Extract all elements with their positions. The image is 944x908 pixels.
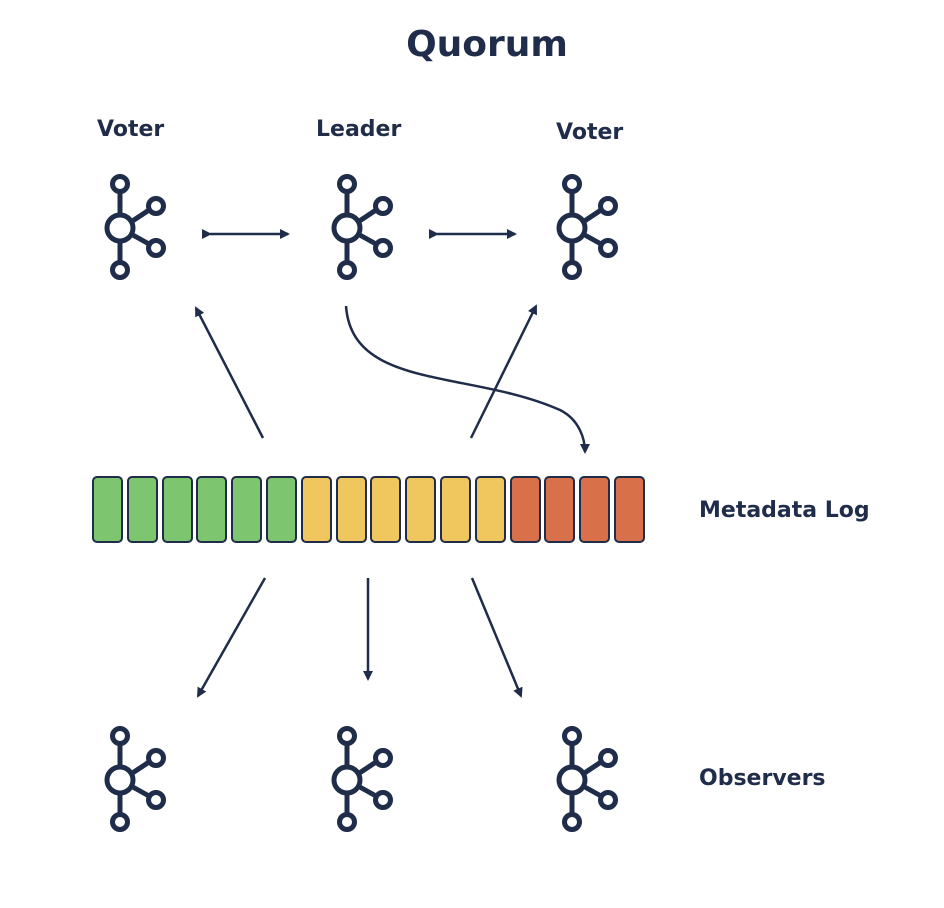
log-cell-yellow [370,476,402,543]
diagram-title: Quorum [406,24,568,65]
observer-left-node-icon [104,726,166,832]
leader-label: Leader [316,117,402,142]
log-cell-yellow [474,476,506,543]
log-cell-green [126,476,158,543]
log-cell-yellow [405,476,437,543]
log-cell-orange [544,476,576,543]
log-cell-green [92,476,123,543]
log-to-voter-right-arrow [469,304,538,439]
leader-to-log-arrow [344,305,590,454]
log-to-observer-right-arrow [470,577,523,698]
log-cell-green [266,476,297,543]
log-cell-green [196,476,228,543]
metadata-log-label: Metadata Log [699,498,870,523]
log-to-observer-left-arrow [196,577,267,698]
log-cell-green [231,476,263,543]
voter-left-label: Voter [97,117,165,142]
voter-left-node-icon [104,174,166,280]
leader-node-icon [331,174,393,280]
log-cell-green [161,476,193,543]
log-cell-yellow [335,476,367,543]
log-to-voter-left-arrow [194,306,265,439]
log-cell-orange [614,476,645,543]
observer-right-node-icon [556,726,618,832]
log-cell-orange [579,476,611,543]
voter-right-node-icon [556,174,618,280]
observer-middle-node-icon [331,726,393,832]
log-cell-yellow [300,476,332,543]
observers-label: Observers [699,766,826,791]
voter-right-label: Voter [556,120,624,145]
log-cell-orange [509,476,541,543]
log-cell-yellow [440,476,471,543]
